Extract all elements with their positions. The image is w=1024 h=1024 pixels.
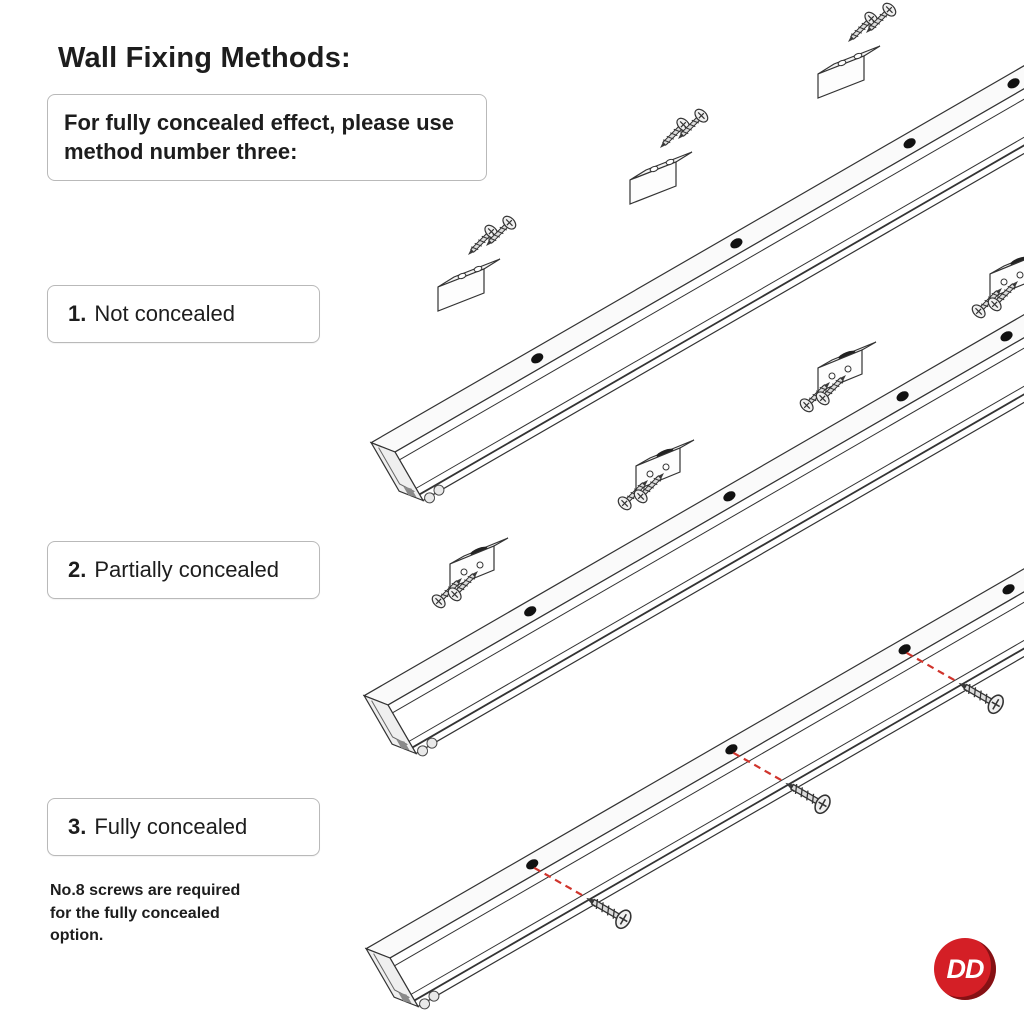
- concealed-note: For fully concealed effect, please use m…: [47, 94, 487, 182]
- clamp-bracket-icon: [798, 342, 876, 414]
- method-2-label-box: 2. Partially concealed: [47, 541, 320, 599]
- l-bracket-icon: [438, 214, 518, 311]
- l-bracket-icon: [818, 1, 898, 98]
- method-2-label: Partially concealed: [94, 557, 280, 582]
- clamp-bracket-icon: [430, 538, 508, 610]
- screw-guide-lines: [533, 651, 956, 897]
- screws-footnote: No.8 screws are required for the fully c…: [50, 882, 241, 945]
- method-1-label: Not concealed: [94, 301, 236, 326]
- method-2-number: 2.: [68, 557, 87, 582]
- method-3-label-box: 3. Fully concealed: [47, 798, 320, 856]
- method-3-illustration: [365, 529, 1024, 1021]
- clamp-bracket-icon: [970, 248, 1024, 320]
- method-1-number: 1.: [68, 301, 87, 326]
- clamp-bracket-icon: [616, 440, 694, 512]
- page-title: Wall Fixing Methods:: [58, 42, 351, 74]
- method-1-label-box: 1. Not concealed: [47, 285, 320, 343]
- method-3-label: Fully concealed: [94, 814, 248, 839]
- method-3-number: 3.: [68, 814, 87, 839]
- l-bracket-icon: [630, 107, 710, 204]
- track-rail-3: [365, 529, 1024, 1021]
- brand-logo: DD: [934, 938, 996, 1000]
